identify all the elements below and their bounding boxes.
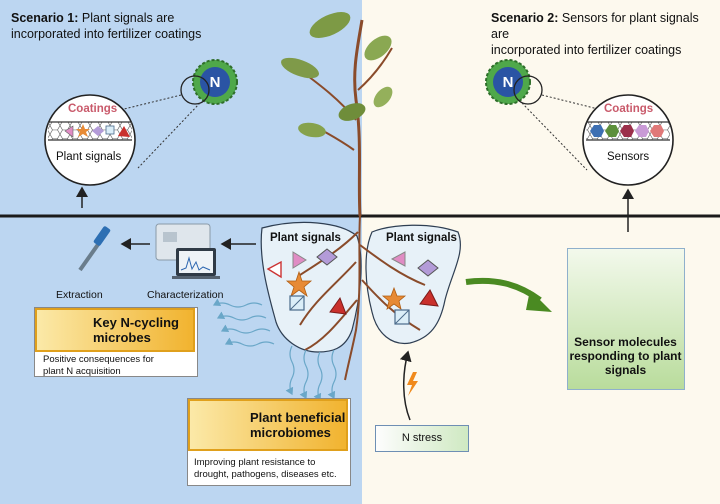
left-coatings-label: Coatings	[68, 103, 118, 115]
right-n-label: N	[503, 74, 514, 91]
sensor-box-line1: Sensor molecules	[574, 335, 677, 349]
beneficial-title: Plant beneficial microbiomes	[250, 410, 345, 440]
exudate-arrows-left	[212, 298, 275, 347]
right-zone-signals	[381, 251, 439, 325]
n-stress-box: N stress	[375, 425, 469, 452]
scenario-1-label: Scenario 1:	[11, 11, 79, 25]
characterization-label: Characterization	[147, 289, 224, 301]
right-coatings-label: Coatings	[604, 103, 654, 115]
scenario-2-text-line2: incorporated into fertilizer coatings	[491, 43, 682, 57]
sensor-molecules-box: Sensor molecules responding to plant sig…	[567, 248, 685, 390]
sensor-box-text: Sensor molecules responding to plant sig…	[568, 335, 683, 377]
scenario-2-text-line1: Sensors for plant signals are	[491, 11, 699, 41]
n-cycling-title-line2: microbes	[93, 330, 151, 345]
beneficial-title-line1: Plant beneficial	[250, 410, 346, 425]
left-plant-signals-label: Plant signals	[56, 151, 122, 163]
scenario-1-heading: Scenario 1: Plant signals are incorporat…	[11, 10, 201, 42]
beneficial-text: Improving plant resistance to drought, p…	[194, 457, 337, 481]
beneficial-microbiomes-box: Plant beneficial microbiomes Improving p…	[187, 398, 351, 486]
n-cycling-header	[35, 308, 195, 352]
n-cycling-box: Key N-cycling microbes Positive conseque…	[34, 307, 198, 377]
left-coating-inset	[44, 94, 136, 186]
sensor-box-line3: signals	[604, 363, 647, 377]
sensor-box-line2: responding to plant	[569, 349, 682, 363]
arrow-n-stress-to-zone	[399, 350, 412, 421]
right-n-granule-icon: N	[485, 59, 531, 105]
beneficial-text-line1: Improving plant resistance to	[194, 457, 316, 468]
right-root-zone	[365, 224, 461, 345]
left-n-label: N	[210, 74, 221, 91]
plant-icon	[281, 12, 393, 217]
lightning-icon	[407, 372, 418, 396]
n-cycling-title: Key N-cycling microbes	[93, 315, 179, 345]
exudate-arrows-down	[285, 345, 337, 402]
right-sensors-label: Sensors	[607, 151, 650, 163]
scenario-1-text-line1: Plant signals are	[78, 11, 175, 25]
right-coating-inset	[582, 94, 674, 186]
left-zone-signals	[266, 248, 347, 315]
scenario-2-label: Scenario 2:	[491, 11, 559, 25]
beneficial-header	[188, 399, 348, 451]
scenario-2-heading: Scenario 2: Sensors for plant signals ar…	[491, 10, 720, 58]
n-cycling-title-line1: Key N-cycling	[93, 315, 179, 330]
n-cycling-text-line1: Positive consequences for	[43, 354, 154, 365]
extraction-icon	[78, 226, 111, 272]
n-cycling-text-line2: plant N acquisition	[43, 366, 121, 377]
left-zone-title: Plant signals	[270, 232, 341, 244]
n-cycling-text: Positive consequences for plant N acquis…	[43, 354, 154, 378]
beneficial-text-line2: drought, pathogens, diseases etc.	[194, 469, 337, 480]
characterization-icon	[155, 223, 220, 279]
right-zone-title: Plant signals	[386, 232, 457, 244]
left-n-granule-icon: N	[192, 59, 238, 105]
beneficial-title-line2: microbiomes	[250, 425, 331, 440]
left-root-zone	[260, 221, 362, 353]
extraction-label: Extraction	[56, 289, 103, 301]
scenario-1-text-line2: incorporated into fertilizer coatings	[11, 27, 202, 41]
